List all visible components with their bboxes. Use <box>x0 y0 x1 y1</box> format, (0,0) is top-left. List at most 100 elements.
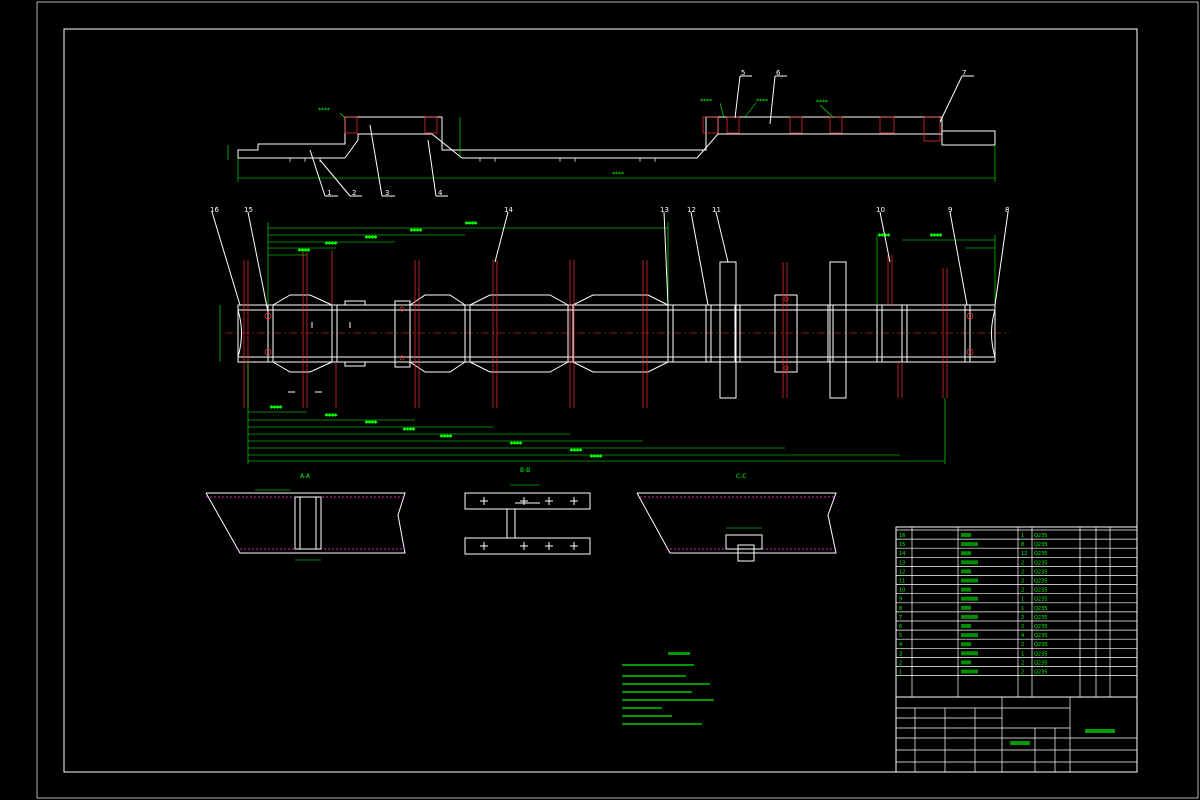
svg-text:****: **** <box>590 454 602 461</box>
section-c: C-C <box>636 473 837 562</box>
svg-text:****: **** <box>365 235 377 242</box>
title-block <box>895 696 1138 773</box>
plan-balloons: 16 15 14 13 12 11 10 9 8 <box>210 206 1009 313</box>
svg-text:****: **** <box>878 233 890 240</box>
svg-text:****: **** <box>756 98 768 105</box>
table-name-cell <box>961 633 978 638</box>
balloon-1: 1 <box>327 189 331 197</box>
table-name-cell <box>961 533 971 537</box>
table-name-cell <box>961 614 978 619</box>
elevation-balloons: 1 2 3 4 5 6 7 <box>309 69 974 197</box>
balloon-15: 15 <box>244 206 253 214</box>
balloon-16: 16 <box>210 206 219 214</box>
table-name-cell <box>961 578 978 583</box>
table-cell-no: 15 <box>899 542 905 548</box>
table-cell-qty: 1 <box>1021 597 1024 603</box>
table-cell-qty: 2 <box>1021 624 1024 630</box>
elevation-view: **** **** **** **** **** <box>227 98 996 182</box>
table-cell-no: 5 <box>899 633 902 639</box>
svg-text:****: **** <box>570 448 582 455</box>
balloon-6: 6 <box>776 69 781 77</box>
balloon-11: 11 <box>712 206 721 214</box>
table-cell-qty: 2 <box>1021 560 1024 566</box>
table-cell-no: 9 <box>899 597 902 603</box>
table-cell-mat: Q235 <box>1034 642 1047 648</box>
technical-notes <box>622 652 714 725</box>
balloon-13: 13 <box>660 206 669 214</box>
section-b: B-B <box>464 467 591 555</box>
balloon-2: 2 <box>352 189 356 197</box>
svg-text:****: **** <box>612 171 624 178</box>
table-name-cell <box>961 651 978 656</box>
section-b-label: B-B <box>520 467 530 474</box>
table-cell-qty: 2 <box>1021 615 1024 621</box>
table-cell-no: 13 <box>899 560 905 566</box>
table-cell-mat: Q235 <box>1034 551 1047 557</box>
table-cell-qty: 2 <box>1021 588 1024 594</box>
svg-text:****: **** <box>365 420 377 427</box>
table-cell-qty: 8 <box>1021 542 1024 548</box>
table-cell-mat: Q235 <box>1034 569 1047 575</box>
table-cell-qty: 2 <box>1021 670 1024 676</box>
table-cell-no: 12 <box>899 569 905 575</box>
table-cell-mat: Q235 <box>1034 651 1047 657</box>
plan-view: **** **** **** **** **** **** **** **** … <box>219 221 1010 464</box>
svg-text:****: **** <box>325 241 337 248</box>
svg-text:****: **** <box>318 107 330 114</box>
table-cell-mat: Q235 <box>1034 588 1047 594</box>
table-name-cell <box>961 596 978 601</box>
table-cell-mat: Q235 <box>1034 560 1047 566</box>
svg-text:****: **** <box>325 413 337 420</box>
inner-border <box>63 28 1138 773</box>
table-name-cell <box>961 669 978 674</box>
svg-text:****: **** <box>510 441 522 448</box>
table-cell-mat: Q235 <box>1034 615 1047 621</box>
table-cell-no: 4 <box>899 642 902 648</box>
svg-text:****: **** <box>270 405 282 412</box>
table-cell-no: 3 <box>899 651 902 657</box>
table-name-cell <box>961 569 971 574</box>
svg-text:****: **** <box>440 434 452 441</box>
balloon-10: 10 <box>876 206 885 214</box>
table-cell-no: 10 <box>899 588 905 594</box>
table-cell-qty: 1 <box>1021 533 1024 539</box>
balloon-14: 14 <box>504 206 513 214</box>
table-cell-no: 2 <box>899 660 902 666</box>
table-cell-mat: Q235 <box>1034 542 1047 548</box>
balloon-4: 4 <box>438 189 443 197</box>
table-cell-qty: 1 <box>1021 651 1024 657</box>
table-cell-no: 14 <box>899 551 905 557</box>
table-cell-qty: 2 <box>1021 660 1024 666</box>
balloon-9: 9 <box>948 206 952 214</box>
table-name-cell <box>961 642 971 647</box>
table-cell-no: 8 <box>899 606 902 612</box>
svg-text:****: **** <box>298 248 310 255</box>
outrigger-studs <box>243 250 974 408</box>
balloon-12: 12 <box>687 206 696 214</box>
table-cell-qty: 4 <box>1021 633 1024 639</box>
table-cell-qty: 1 <box>1021 606 1024 612</box>
table-cell-mat: Q235 <box>1034 633 1047 639</box>
table-cell-mat: Q235 <box>1034 579 1047 585</box>
balloon-8: 8 <box>1005 206 1009 214</box>
table-cell-mat: Q235 <box>1034 597 1047 603</box>
table-cell-mat: Q235 <box>1034 660 1047 666</box>
balloon-7: 7 <box>962 69 966 77</box>
table-cell-qty: 2 <box>1021 642 1024 648</box>
table-cell-no: 1 <box>899 670 902 676</box>
table-cell-mat: Q235 <box>1034 624 1047 630</box>
outer-border <box>36 1 1199 799</box>
table-cell-qty: 2 <box>1021 569 1024 575</box>
plan-bottom-dimensions: **** **** **** **** **** **** **** **** <box>247 362 946 464</box>
table-cell-qty: 2 <box>1021 579 1024 585</box>
table-name-cell <box>961 551 971 556</box>
table-cell-no: 7 <box>899 615 902 621</box>
svg-text:****: **** <box>465 221 477 228</box>
svg-text:****: **** <box>403 427 415 434</box>
balloon-3: 3 <box>385 189 389 197</box>
table-cell-no: 6 <box>899 624 902 630</box>
svg-text:****: **** <box>700 98 712 105</box>
svg-text:****: **** <box>816 99 828 106</box>
table-name-cell <box>961 560 978 565</box>
